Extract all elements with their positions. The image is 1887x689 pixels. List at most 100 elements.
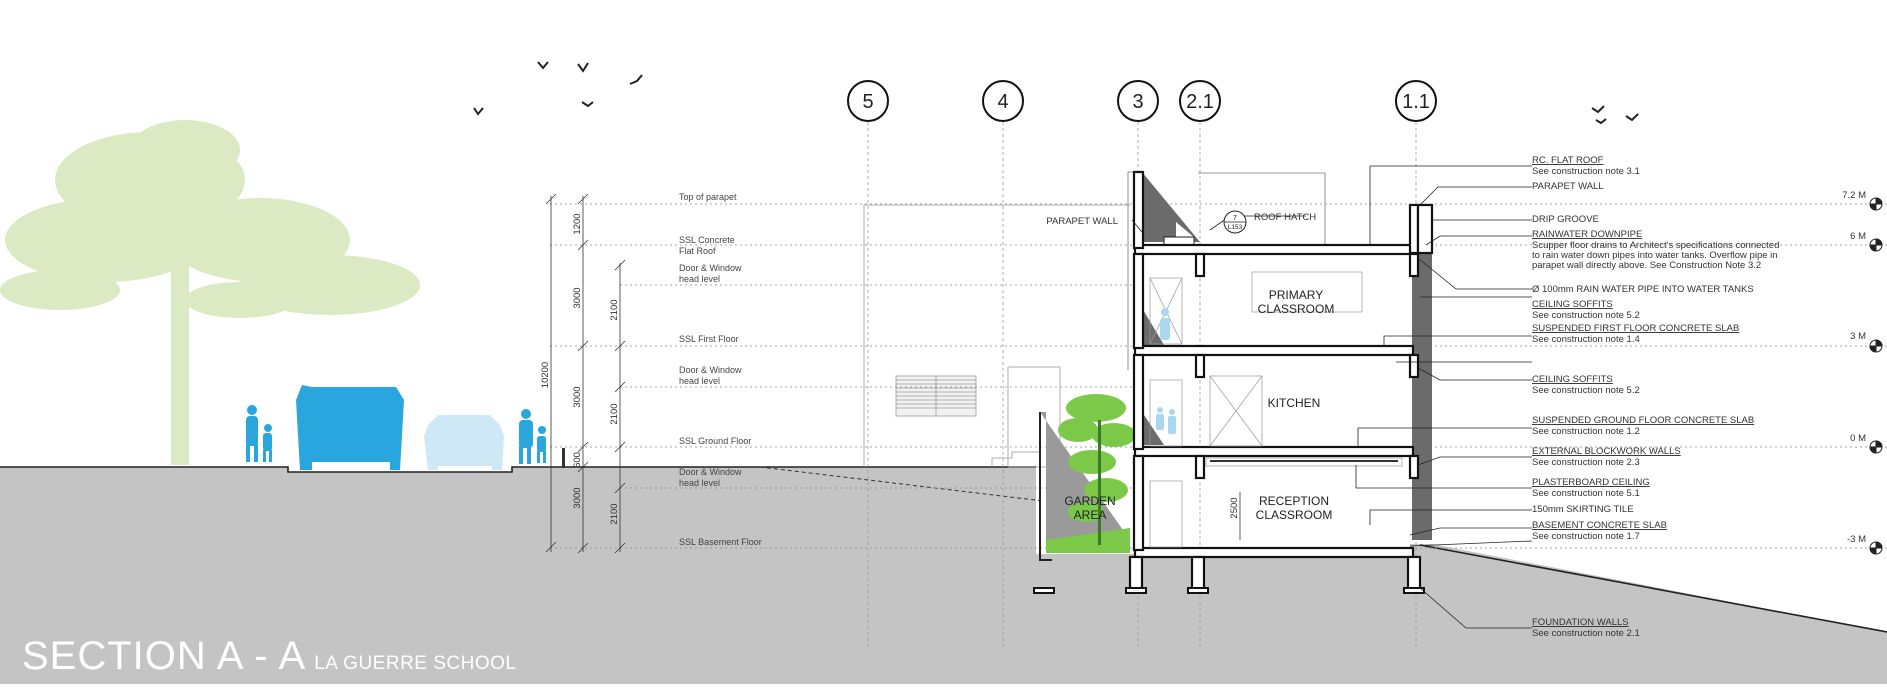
room-labels: PRIMARY CLASSROOM KITCHEN RECEPTION CLAS…: [1064, 288, 1334, 522]
room-primary-1: PRIMARY: [1269, 288, 1323, 302]
anno-plasterboard-ceiling: PLASTERBOARD CEILING: [1532, 477, 1650, 488]
room-garden: GARDEN: [1064, 494, 1115, 508]
level-first-floor: SSL First Floor: [679, 334, 739, 344]
label-text: head level: [679, 274, 720, 284]
label-text: 2500: [1229, 497, 1240, 518]
anno-parapet-wall: PARAPET WALL: [1532, 181, 1604, 192]
label-text: Flat Roof: [679, 246, 716, 256]
people-right: [519, 409, 546, 464]
room-kitchen: KITCHEN: [1268, 396, 1321, 410]
bollard: [562, 448, 565, 468]
label-text: 600: [572, 452, 583, 468]
label-text: 1.1: [1402, 91, 1430, 113]
label-text: See construction note 1.4: [1532, 334, 1640, 345]
tree-illustration: [0, 120, 420, 465]
elev-0: 0 M: [1850, 433, 1866, 444]
label-text: 2100: [609, 403, 620, 424]
label-text: See construction note 2.1: [1532, 628, 1640, 639]
drawing-title: SECTION A - A LA GUERRE SCHOOL: [22, 633, 516, 687]
label-text: See construction note 5.1: [1532, 488, 1640, 499]
footings: [1033, 587, 1425, 594]
elev-3: 3 M: [1850, 331, 1866, 342]
ceiling-dots: [1210, 460, 1398, 462]
anno-ceiling-soffits-1: CEILING SOFFITS: [1532, 299, 1613, 310]
left-shadow-2: [1142, 412, 1164, 445]
elev-7-2: 7.2 M: [1842, 190, 1866, 201]
anno-blockwork-walls: EXTERNAL BLOCKWORK WALLS: [1532, 446, 1681, 457]
anno-basement-slab: BASEMENT CONCRETE SLAB: [1532, 520, 1667, 531]
label-text: head level: [679, 478, 720, 488]
anno-flat-roof: RC. FLAT ROOF: [1532, 155, 1604, 166]
anno-skirting-tile: 150mm SKIRTING TILE: [1532, 504, 1634, 515]
level-head-3: Door & Window: [679, 467, 742, 477]
level-top-of-parapet: Top of parapet: [679, 192, 737, 202]
anno-rainwater-downpipe: RAINWATER DOWNPIPE: [1532, 229, 1642, 240]
elev-6: 6 M: [1850, 231, 1866, 242]
label-text: 2.1: [1186, 91, 1214, 113]
detail-sheet: L153: [1228, 224, 1243, 231]
roof-hatch: [1163, 236, 1195, 246]
level-roof: SSL Concrete: [679, 235, 735, 245]
label-text: parapet wall directly above. See Constru…: [1532, 260, 1761, 271]
elevation-markers: 7.2 M 6 M 3 M 0 M -3 M: [1842, 190, 1866, 545]
label-text: See construction note 3.1: [1532, 166, 1640, 177]
leader-lines: [1131, 165, 1533, 629]
ground-line: [0, 466, 1036, 473]
level-labels: Top of parapet SSL Concrete Flat Roof Do…: [679, 192, 762, 547]
dimension-chain: [545, 193, 626, 554]
room-reception: RECEPTION: [1259, 494, 1329, 508]
label-text: head level: [679, 376, 720, 386]
grid-bubble-2-1: 2.1: [1179, 80, 1221, 122]
background-building: [863, 204, 1130, 468]
label-text: 3000: [572, 386, 583, 407]
anno-ceiling-soffits-2: CEILING SOFFITS: [1532, 374, 1613, 385]
roof-triangle: [1142, 172, 1200, 242]
interior-people: [1156, 308, 1176, 434]
grid-bubble-1-1: 1.1: [1395, 80, 1437, 122]
label-text: See construction note 5.2: [1532, 310, 1640, 321]
anno-drip-groove: DRIP GROOVE: [1532, 214, 1599, 225]
label-text: See construction note 2.3: [1532, 457, 1640, 468]
parapet-right-outline: [1198, 172, 1326, 245]
anno-rain-water-pipe: Ø 100mm RAIN WATER PIPE INTO WATER TANKS: [1532, 284, 1754, 295]
level-head-2: Door & Window: [679, 365, 742, 375]
ground-earth: [0, 467, 1887, 684]
detail-number: 7: [1233, 215, 1237, 222]
level-head-1: Door & Window: [679, 263, 742, 273]
elev-minus-3: -3 M: [1847, 534, 1866, 545]
dimension-text: 10200 1200 3000 3000 600 3000 2100 2100 …: [540, 213, 1240, 524]
drawing-title-sub: LA GUERRE SCHOOL: [314, 653, 517, 674]
label-text: CLASSROOM: [1256, 508, 1333, 522]
label-text: 2100: [609, 299, 620, 320]
label-text: 10200: [540, 362, 551, 388]
drawing-title-main: SECTION A - A: [22, 634, 307, 678]
left-shadow-1: [1142, 308, 1164, 345]
anno-first-floor-slab: SUSPENDED FIRST FLOOR CONCRETE SLAB: [1532, 323, 1739, 334]
people-left: [246, 405, 272, 462]
grid-bubble-4: 4: [982, 80, 1024, 122]
label-text: to rain water down pipes into water tank…: [1532, 250, 1778, 261]
label-text: Scupper floor drains to Architect's spec…: [1532, 240, 1779, 251]
label-text: 2100: [609, 503, 620, 524]
level-ground-floor: SSL Ground Floor: [679, 436, 751, 446]
label-text: See construction note 5.2: [1532, 385, 1640, 396]
structure: [1128, 170, 1434, 591]
car-light: [424, 415, 504, 470]
birds: [473, 61, 1639, 125]
roof-triangle-white: [1176, 222, 1195, 238]
roof-hatch-label: ROOF HATCH: [1254, 212, 1316, 223]
label-text: AREA: [1074, 508, 1107, 522]
label-text: See construction note 1.2: [1532, 426, 1640, 437]
grid-bubble-5: 5: [847, 80, 889, 122]
anno-foundation-walls: FOUNDATION WALLS: [1532, 617, 1629, 628]
level-basement: SSL Basement Floor: [679, 537, 762, 547]
anno-ground-floor-slab: SUSPENDED GROUND FLOOR CONCRETE SLAB: [1532, 415, 1754, 426]
label-text: 5: [862, 91, 873, 113]
label-text: 3000: [572, 287, 583, 308]
label-text: 3000: [572, 487, 583, 508]
label-text: 1200: [572, 213, 583, 234]
interior-details: [1149, 271, 1403, 548]
label-text: CLASSROOM: [1258, 302, 1335, 316]
